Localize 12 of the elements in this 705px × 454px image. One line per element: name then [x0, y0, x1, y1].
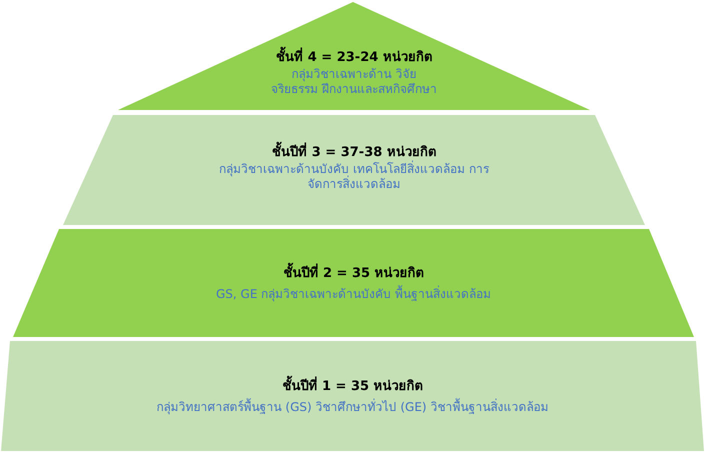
pyramid-tier: [13, 229, 694, 337]
tier-heading: ชั้นปีที่ 3 = 37-38 หน่วยกิต: [272, 141, 436, 162]
tier-description: กลุ่มวิทยาศาสตร์พื้นฐาน (GS) วิชาศึกษาทั่วไป (GE) วิชาพื้นฐานสิ่งแวดล้อม: [156, 400, 548, 415]
tier-description: กลุ่มวิชาเฉพาะด้าน วิจัย จริยธรรม ฝึกงานและสหกิจศึกษา: [270, 67, 438, 97]
tier-heading: ชั้นปีที่ 2 = 35 หน่วยกิต: [283, 262, 424, 283]
pyramid-apex-tier: [118, 2, 590, 110]
tier-heading: ชั้นที่ 4 = 23-24 หน่วยกิต: [276, 46, 432, 67]
tier-heading: ชั้นปีที่ 1 = 35 หน่วยกิต: [282, 375, 423, 396]
tier-description: GS, GE กลุ่มวิชาเฉพาะด้านบังคับ พื้นฐานสิ่งแวดล้อม: [216, 287, 492, 302]
pyramid-tier: [1, 341, 704, 451]
tier-description: กลุ่มวิชาเฉพาะด้านบังคับ เทคโนโลยีสิ่งแวดล้อม การจัดการสิ่งแวดล้อม: [218, 162, 490, 192]
pyramid-tier: [63, 115, 645, 225]
